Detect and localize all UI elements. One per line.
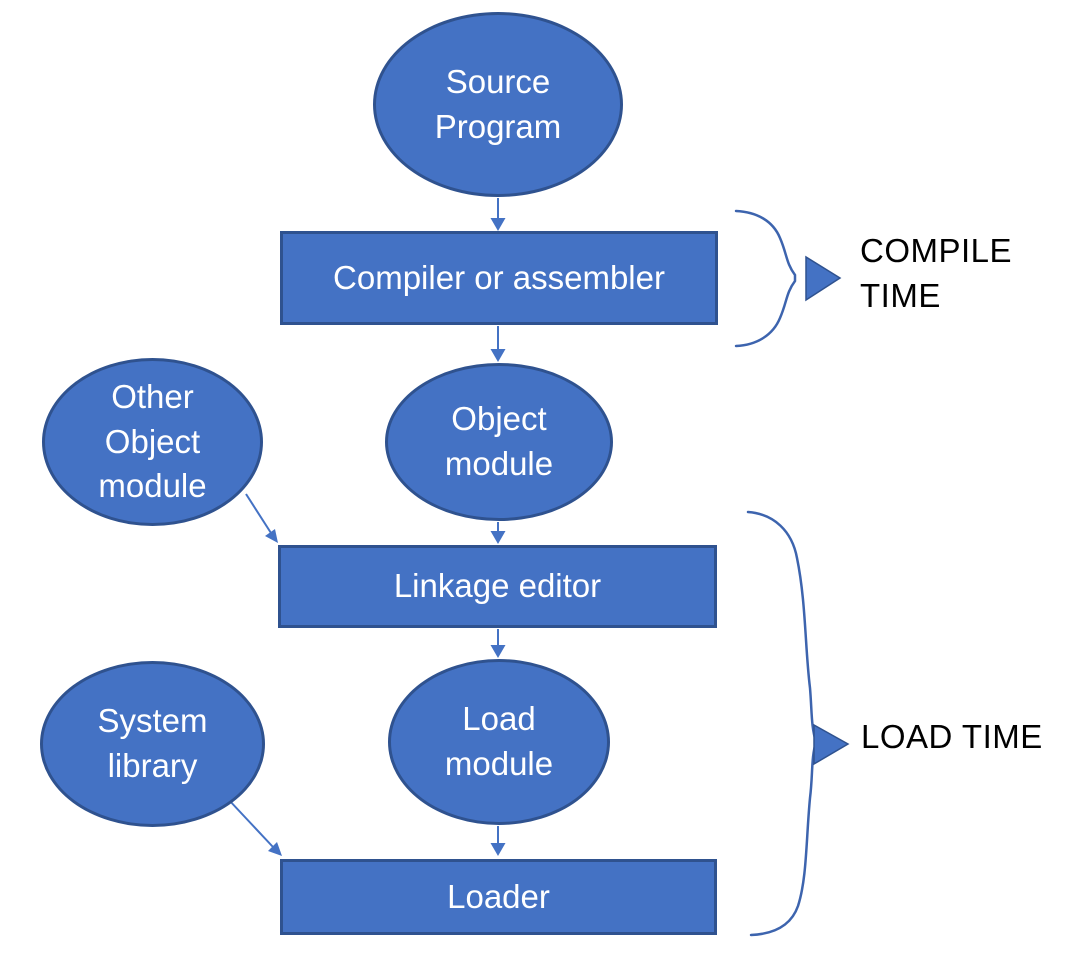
node-system-library-label: System library — [97, 702, 208, 784]
arrow-source-to-compiler — [490, 198, 506, 231]
node-linkage-editor-label: Linkage editor — [393, 567, 602, 605]
arrow-other-object-module-to-linkage-editor — [245, 493, 278, 543]
node-loader-label: Loader — [447, 877, 550, 915]
node-linkage-editor: Linkage editor — [278, 545, 717, 628]
load-time-pointer-icon — [813, 723, 850, 766]
node-source-program-label: Source Program — [434, 62, 562, 145]
node-source-program: Source Program — [373, 12, 623, 197]
node-object-module-label: Object module — [444, 400, 554, 482]
node-compiler-or-assembler: Compiler or assembler — [280, 231, 718, 325]
arrow-load-module-to-loader — [490, 826, 506, 856]
node-loader: Loader — [280, 859, 717, 935]
load-time-label: LOAD TIME — [861, 718, 1043, 755]
node-object-module: Object module — [385, 363, 613, 521]
node-load-module: Load module — [388, 659, 610, 825]
arrow-compiler-to-object-module — [490, 326, 506, 362]
arrow-linkage-editor-to-load-module — [490, 629, 506, 658]
compile-time-pointer-icon — [805, 255, 842, 302]
node-compiler-or-assembler-label: Compiler or assembler — [333, 258, 665, 296]
load-time-brace — [746, 510, 850, 937]
compile-time-brace — [734, 209, 842, 348]
node-system-library: System library — [40, 661, 265, 827]
arrow-system-library-to-loader — [227, 798, 282, 856]
arrow-object-module-to-linkage-editor — [490, 522, 506, 544]
node-other-object-module: Other Object module — [42, 358, 263, 526]
node-other-object-module-label: Other Object module — [98, 377, 207, 505]
compile-time-label: COMPILE TIME — [860, 232, 1013, 314]
node-load-module-label: Load module — [444, 700, 554, 782]
